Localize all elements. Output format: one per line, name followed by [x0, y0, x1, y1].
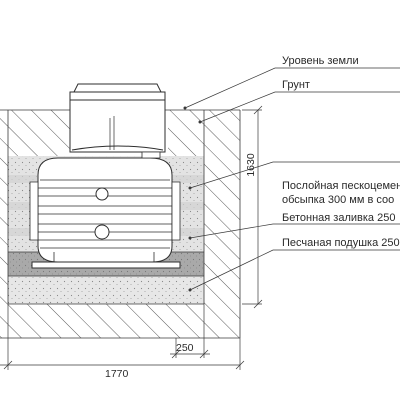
sand-cushion-label: Песчаная подушка 250 — [282, 237, 400, 249]
height-dimension — [242, 105, 263, 309]
tank-body — [37, 157, 173, 263]
leader-dot — [188, 236, 192, 240]
concrete-label: Бетонная заливка 250 — [282, 212, 395, 224]
leader-lines — [184, 67, 400, 291]
backfill-label-line1: Послойная пескоцемен — [282, 180, 400, 192]
tank-lid — [73, 83, 162, 93]
septic-tank — [29, 83, 181, 269]
leader-dot — [198, 120, 202, 124]
soil-label: Грунт — [282, 79, 310, 91]
backfill-label-line2: обсыпка 300 мм в соо — [282, 194, 394, 206]
leader-dot — [188, 288, 192, 292]
width-dimension — [0, 304, 245, 370]
tank-port — [94, 224, 110, 240]
layer-thickness-dimension — [170, 304, 210, 359]
leader-dot — [188, 186, 192, 190]
tank-neck — [69, 91, 166, 153]
tank-base — [31, 261, 181, 269]
layer-thickness-label: 250 — [176, 342, 194, 354]
leader-dot — [183, 106, 187, 110]
tank-ribs — [38, 179, 172, 249]
width-dimension-label: 1770 — [105, 368, 129, 380]
ground-level-label: Уровень земли — [282, 55, 359, 67]
height-dimension-label: 1630 — [245, 153, 257, 177]
tank-port — [95, 187, 109, 201]
